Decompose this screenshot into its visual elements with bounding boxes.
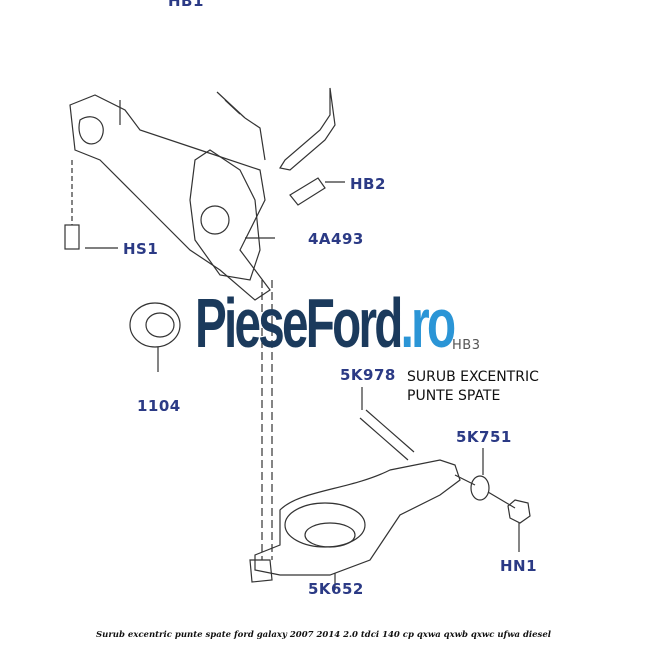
watermark-logo: PieseFord.ro xyxy=(195,288,456,358)
image-caption: Surub excentric punte spate ford galaxy … xyxy=(96,630,551,640)
label-1104: 1104 xyxy=(137,397,181,415)
label-hb3: HB3 xyxy=(452,338,481,353)
note-line-2: PUNTE SPATE xyxy=(407,388,501,404)
label-5k751: 5K751 xyxy=(456,428,512,446)
watermark-brand: PieseFord xyxy=(195,284,403,362)
watermark-tld: .ro xyxy=(400,284,456,362)
label-hb2: HB2 xyxy=(350,175,386,193)
label-hs1: HS1 xyxy=(123,240,159,258)
label-4a493: 4A493 xyxy=(308,230,364,248)
label-hn1: HN1 xyxy=(500,557,538,575)
label-hb1: HB1 xyxy=(168,0,204,10)
label-5k978: 5K978 xyxy=(340,366,396,384)
note-line-1: SURUB EXCENTRIC xyxy=(407,369,539,385)
label-5k652: 5K652 xyxy=(308,580,364,598)
part-note: SURUB EXCENTRIC PUNTE SPATE xyxy=(407,368,539,406)
